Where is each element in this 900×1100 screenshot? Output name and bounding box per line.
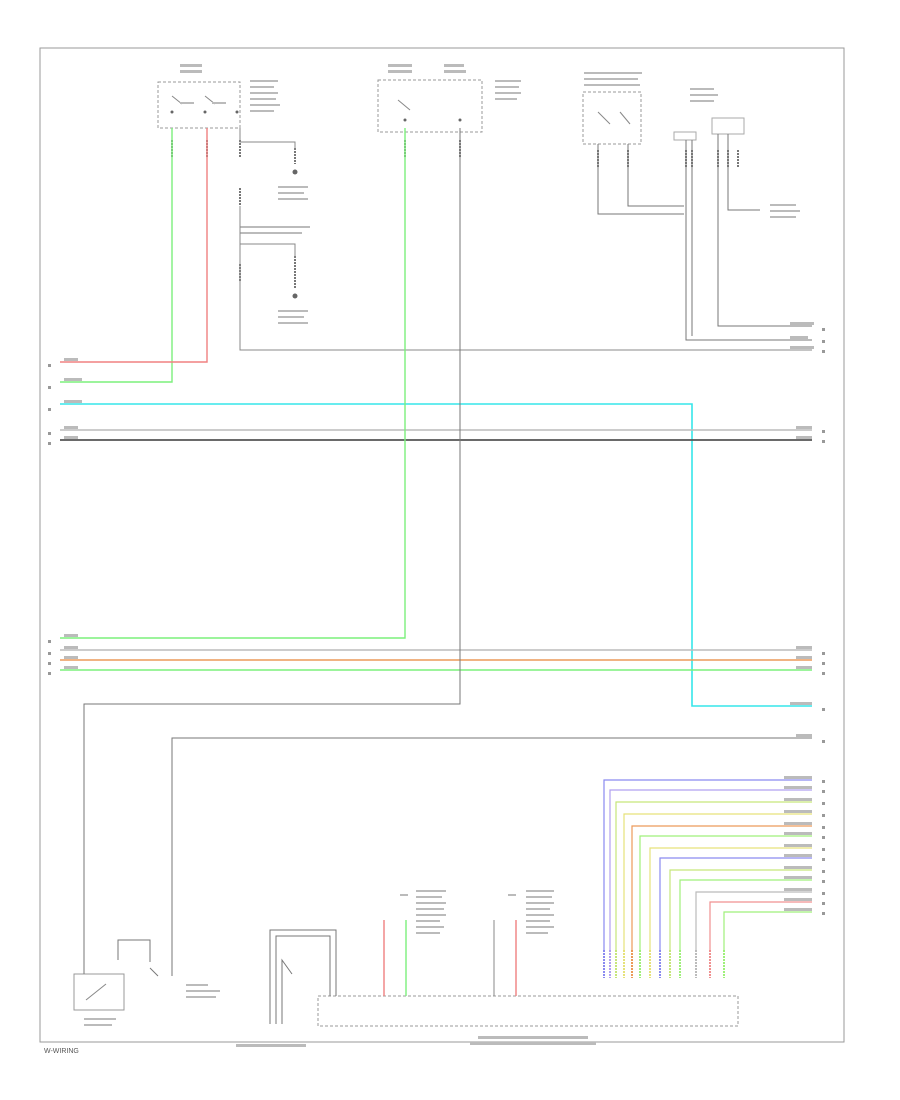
footer-label: W-WIRING [44,1048,79,1055]
switch-right-labels [584,72,800,218]
switch-block-right [582,91,745,145]
relay-middle-labels [388,64,521,100]
motor-labels [186,984,220,998]
sensor-labels [240,186,310,324]
ecm-middle-wires [383,920,517,996]
relay-left-labels [180,64,280,112]
harness-pins [603,950,725,978]
bottom-sensor [236,929,337,1047]
bus-labels [64,322,814,737]
ecm-module [317,995,739,1045]
harness-labels [784,776,812,911]
harness-pin-numbers [822,780,825,915]
ground-symbols [292,169,298,299]
relay-block-left [157,81,241,129]
ecm-middle-labels [400,890,554,934]
wires-top-left [60,128,812,383]
pin-numbers [48,328,825,743]
harness-bottom-right [603,779,812,950]
motor-symbol [73,973,125,1026]
diagram-border [39,47,845,1043]
wires-top-right [597,134,812,341]
bus-wires [60,128,812,960]
relay-block-middle [377,79,483,133]
motor-wires [83,939,173,977]
